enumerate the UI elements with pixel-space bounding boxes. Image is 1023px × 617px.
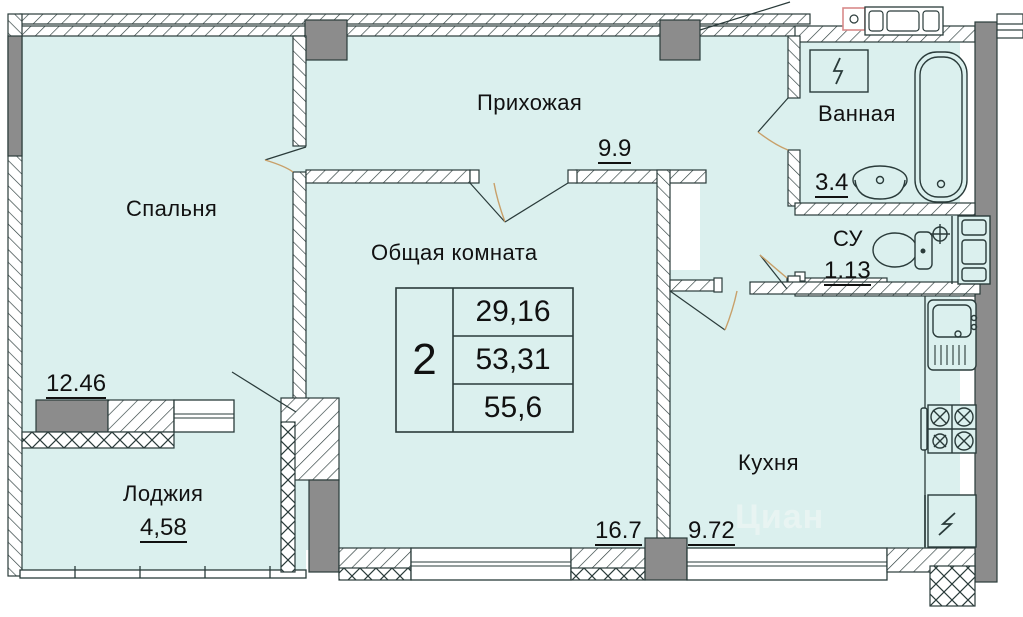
bottom-wall-and-windows bbox=[338, 537, 976, 607]
summary-rooms-count: 2 bbox=[412, 335, 437, 384]
wc-fixtures bbox=[872, 215, 991, 285]
summary-table-frame bbox=[395, 287, 574, 433]
room-label-living-room: Общая комната bbox=[371, 240, 538, 265]
room-label-hallway: Прихожая bbox=[477, 90, 583, 115]
room-label-bedroom: Спальня bbox=[126, 196, 218, 221]
summary-total-area: 53,31 bbox=[475, 343, 551, 376]
room-area-bathroom: 3.4 bbox=[815, 170, 849, 199]
room-area-living-room: 16.7 bbox=[595, 518, 642, 547]
room-label-kitchen: Кухня bbox=[738, 450, 799, 475]
room-label-wc: СУ bbox=[833, 226, 863, 251]
internal-walls bbox=[280, 35, 981, 573]
room-area-loggia: 4,58 bbox=[140, 515, 187, 544]
structural-columns bbox=[304, 19, 701, 61]
summary-total-with-loggia: 55,6 bbox=[483, 391, 543, 424]
room-label-bathroom: Ванная bbox=[818, 101, 896, 126]
room-area-kitchen: 9.72 bbox=[688, 518, 735, 547]
door-swings bbox=[231, 1, 791, 413]
loggia-door-and-window bbox=[21, 399, 235, 449]
room-area-bedroom: 12.46 bbox=[46, 371, 107, 400]
room-label-loggia: Лоджия bbox=[123, 481, 204, 506]
outer-wall-right bbox=[974, 21, 998, 583]
summary-living-area: 29,16 bbox=[475, 295, 551, 328]
window-living-room bbox=[410, 547, 572, 581]
window-kitchen bbox=[686, 547, 888, 581]
boiler-unit bbox=[842, 6, 944, 36]
room-area-hallway: 9.9 bbox=[598, 136, 632, 165]
kitchen-fixtures bbox=[920, 296, 978, 548]
bathroom-fixtures bbox=[809, 49, 968, 203]
room-area-wc: 1.13 bbox=[824, 258, 871, 287]
window-left bbox=[7, 35, 23, 157]
